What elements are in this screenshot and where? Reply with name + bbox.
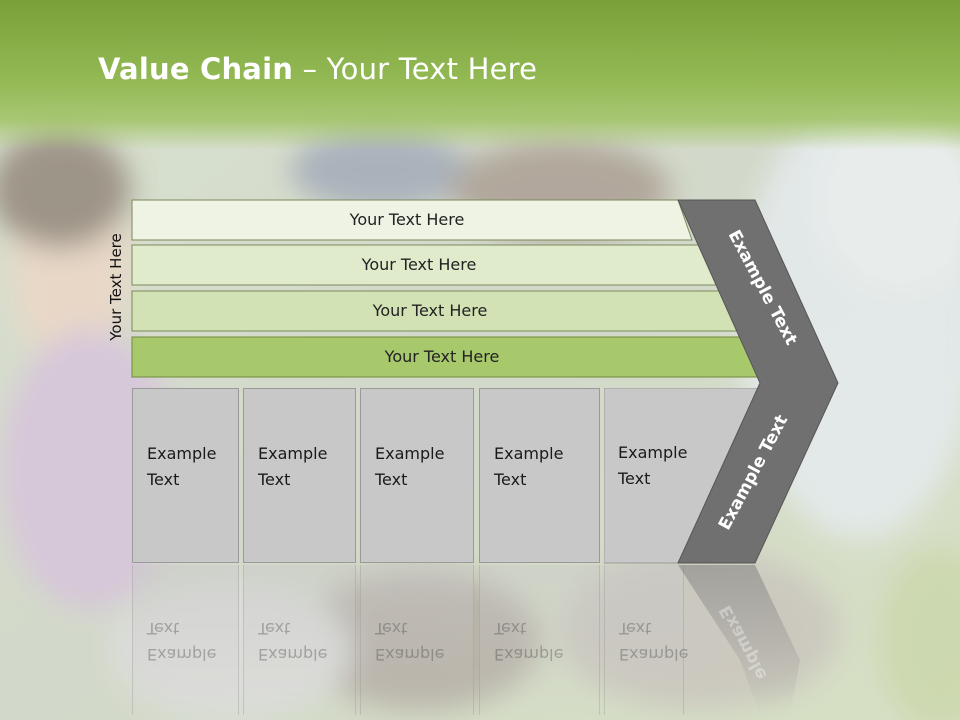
chevron-reflection	[678, 565, 800, 715]
row-1-shape	[131, 199, 693, 241]
column-1[interactable]: Example Text	[132, 388, 239, 563]
row-2[interactable]: Your Text Here	[131, 244, 717, 286]
column-5-reflection: Example Text	[604, 565, 688, 715]
column-4[interactable]: Example Text	[479, 388, 600, 563]
column-1-label: Example Text	[147, 444, 217, 489]
row-4-label: Your Text Here	[384, 347, 500, 366]
row-2-label: Your Text Here	[361, 255, 477, 274]
column-5[interactable]: Example Text	[604, 388, 688, 563]
row-1-label: Your Text Here	[349, 210, 465, 229]
row-3-label: Your Text Here	[372, 301, 488, 320]
column-3-label: Example Text	[375, 444, 445, 489]
row-4[interactable]: Your Text Here	[131, 336, 763, 378]
column-5-label: Example Text	[618, 443, 688, 488]
column-3[interactable]: Example Text	[360, 388, 474, 563]
column-2[interactable]: Example Text	[243, 388, 356, 563]
row-1[interactable]: Your Text Here	[131, 199, 693, 241]
title-rest: – Your Text Here	[293, 52, 538, 86]
column-4-reflection: Example Text	[479, 565, 600, 715]
title-bold: Value Chain	[98, 52, 294, 86]
slide-title: Value Chain – Your Text Here	[98, 52, 537, 86]
column-2-label: Example Text	[258, 444, 328, 489]
column-1-reflection: Example Text	[132, 565, 239, 715]
column-4-label: Example Text	[494, 444, 564, 489]
header-band	[0, 0, 960, 150]
chevron-shape	[677, 199, 839, 564]
column-3-reflection: Example Text	[360, 565, 474, 715]
column-2-reflection: Example Text	[243, 565, 356, 715]
row-3[interactable]: Your Text Here	[131, 290, 739, 332]
